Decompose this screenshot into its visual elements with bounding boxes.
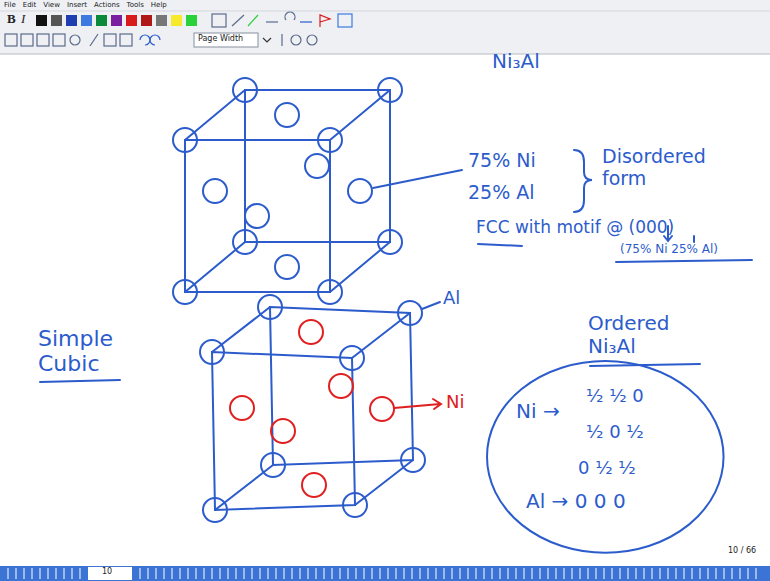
menu-item: View xyxy=(43,1,60,9)
format-button: I xyxy=(21,12,25,27)
coordinate-text: Al → 0 0 0 xyxy=(526,490,626,513)
coordinate-text: ½ ½ 0 xyxy=(586,386,644,407)
lattice-note: Simple Cubic xyxy=(38,326,138,377)
composition-note: 25% Al xyxy=(468,182,535,204)
composition-note: 75% Ni xyxy=(468,150,536,172)
coordinate-text: ½ 0 ½ xyxy=(586,422,644,443)
menu-item: File xyxy=(4,1,16,9)
menu-item: Actions xyxy=(94,1,120,9)
formula-heading: Ni₃Al xyxy=(492,50,540,73)
format-button: B xyxy=(7,12,16,27)
zoom-dropdown: Page Width xyxy=(198,34,243,43)
phase-note: Disordered form xyxy=(602,146,722,190)
color-swatches xyxy=(36,15,197,26)
toolbar-icons xyxy=(5,12,352,47)
menu-item: Insert xyxy=(67,1,87,9)
atom-label: Al xyxy=(443,288,460,309)
page-number: 10 xyxy=(102,567,112,576)
nickel-atoms xyxy=(230,320,441,497)
coordinate-ellipse: Ni → ½ ½ 0 ½ 0 ½ 0 ½ ½ Al → 0 0 0 xyxy=(486,360,724,554)
structure-note: FCC with motif @ (000) xyxy=(476,218,674,238)
page-number: 10 / 66 xyxy=(728,546,756,555)
atom-label: Ni xyxy=(446,392,464,413)
menu-item: Tools xyxy=(127,1,144,9)
coordinate-text: Ni → xyxy=(516,400,560,423)
page-strip xyxy=(0,566,770,581)
ordered-unit-cell xyxy=(200,295,440,522)
phase-heading: Ordered Ni₃Al xyxy=(588,312,718,358)
motif-note: (75% Ni 25% Al) xyxy=(620,243,718,257)
toolbar-ground xyxy=(0,0,770,54)
coordinate-text: 0 ½ ½ xyxy=(578,458,636,479)
menu-item: Help xyxy=(151,1,167,9)
fcc-unit-cell xyxy=(173,78,462,304)
menu-item: Edit xyxy=(23,1,37,9)
